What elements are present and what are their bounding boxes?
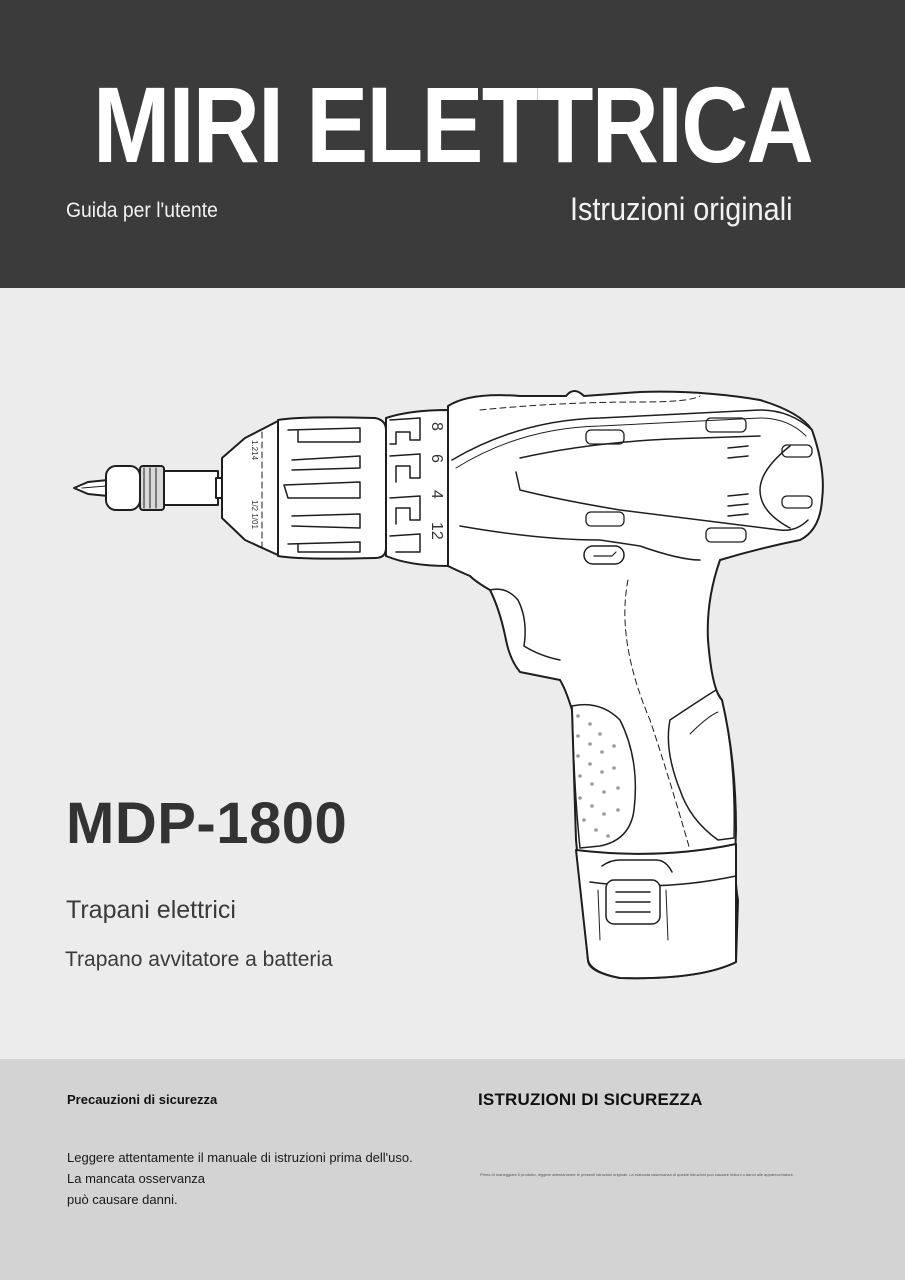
product-type: Trapano avvitatore a batteria — [65, 948, 333, 971]
cordless-drill-illustration-icon: 1.214 1/2 1/01 8 6 4 12 — [73, 390, 824, 980]
user-guide-label: Guida per l'utente — [66, 199, 218, 222]
original-instructions-label: Istruzioni originali — [570, 191, 793, 227]
model-number: MDP-1800 — [66, 791, 348, 856]
safety-instructions-heading: ISTRUZIONI DI SICUREZZA — [478, 1090, 703, 1109]
precautions-line: può causare danni. — [67, 1192, 178, 1207]
brand-title: MIRI ELETTRICA — [93, 64, 814, 185]
svg-text:8: 8 — [428, 422, 445, 431]
svg-text:4: 4 — [428, 490, 445, 499]
cover-header: MIRI ELETTRICA Guida per l'utente Istruz… — [0, 0, 905, 288]
svg-text:1/2 1/01: 1/2 1/01 — [250, 500, 259, 529]
product-category: Trapani elettrici — [66, 896, 236, 924]
precautions-line: Leggere attentamente il manuale di istru… — [67, 1150, 413, 1165]
cover-footer — [0, 1059, 905, 1280]
precautions-text: Leggere attentamente il manuale di istru… — [67, 1147, 413, 1210]
precautions-heading: Precauzioni di sicurezza — [67, 1092, 218, 1107]
svg-text:1.214: 1.214 — [250, 440, 259, 461]
svg-text:12: 12 — [428, 522, 445, 540]
svg-text:6: 6 — [428, 454, 445, 463]
safety-fine-print: Prima di maneggiare il prodotto, leggere… — [480, 1172, 794, 1177]
precautions-line: La mancata osservanza — [67, 1171, 206, 1186]
